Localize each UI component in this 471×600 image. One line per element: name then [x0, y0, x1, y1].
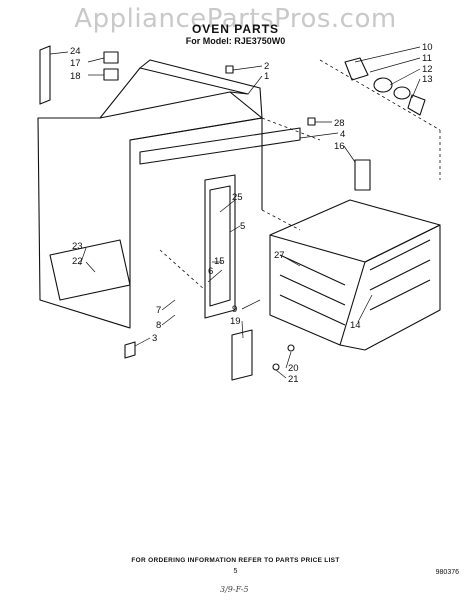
callout: 7: [156, 305, 161, 316]
screw-2: [225, 65, 234, 74]
callout: 15: [214, 256, 225, 267]
callout: 1: [264, 71, 269, 82]
model-line: For Model: RJE3750W0: [185, 36, 286, 46]
light-cover: [407, 94, 426, 116]
vent-tube: [354, 159, 371, 191]
front-frame: [204, 174, 236, 319]
callout: 20: [288, 363, 299, 374]
callout: 18: [70, 71, 81, 82]
cabinet-back: [139, 59, 263, 119]
clip-17: [103, 51, 119, 64]
callout: 17: [70, 58, 81, 69]
callout: 6: [208, 266, 213, 277]
callout: 8: [156, 320, 161, 331]
light-lens: [393, 86, 411, 100]
callout: 27: [274, 250, 285, 261]
callout: 16: [334, 141, 345, 152]
oven-liner-side: [269, 235, 366, 346]
inner-frame: [139, 127, 301, 165]
watermark: AppliancePartsPros.com: [74, 4, 397, 34]
callout: 24: [70, 46, 81, 57]
callout: 22: [72, 256, 83, 267]
callout: 4: [340, 129, 345, 140]
callout: 9: [232, 304, 237, 315]
callout: 13: [422, 74, 433, 85]
oven-liner-top: [269, 199, 441, 263]
ordering-note: FOR ORDERING INFORMATION REFER TO PARTS …: [131, 557, 340, 564]
callout: 28: [334, 118, 345, 129]
callout: 5: [240, 221, 245, 232]
door-hinge: [231, 329, 253, 381]
side-trim-strip: [39, 45, 51, 105]
light-socket: [344, 57, 369, 81]
callout: 12: [422, 64, 433, 75]
callout: 21: [288, 374, 299, 385]
hinge-screw: [287, 344, 295, 352]
callout: 14: [350, 320, 361, 331]
oven-liner-right: [364, 224, 441, 351]
callout: 2: [264, 61, 269, 72]
callout: 19: [230, 316, 241, 327]
cabinet-body: [37, 91, 263, 329]
callout: 3: [152, 333, 157, 344]
callout: 25: [232, 192, 243, 203]
diagram-title: OVEN PARTS: [191, 22, 280, 36]
callout: 11: [422, 53, 432, 64]
screw-28: [307, 117, 316, 126]
callout: 23: [72, 241, 83, 252]
clip-18: [103, 68, 119, 81]
handwritten-note: 3/9-F-5: [220, 585, 249, 594]
document-number: 980376: [435, 569, 459, 576]
cabinet-top: [99, 67, 249, 119]
page-number: 5: [233, 568, 238, 575]
leveling-leg: [124, 341, 136, 359]
broiler-area: [49, 239, 131, 301]
callout-numbers: 24 17 18 2 1 10 11 12 13 28 4 16 25 5 27…: [70, 42, 433, 385]
light-bulb: [373, 77, 393, 93]
callout: 10: [422, 42, 433, 53]
